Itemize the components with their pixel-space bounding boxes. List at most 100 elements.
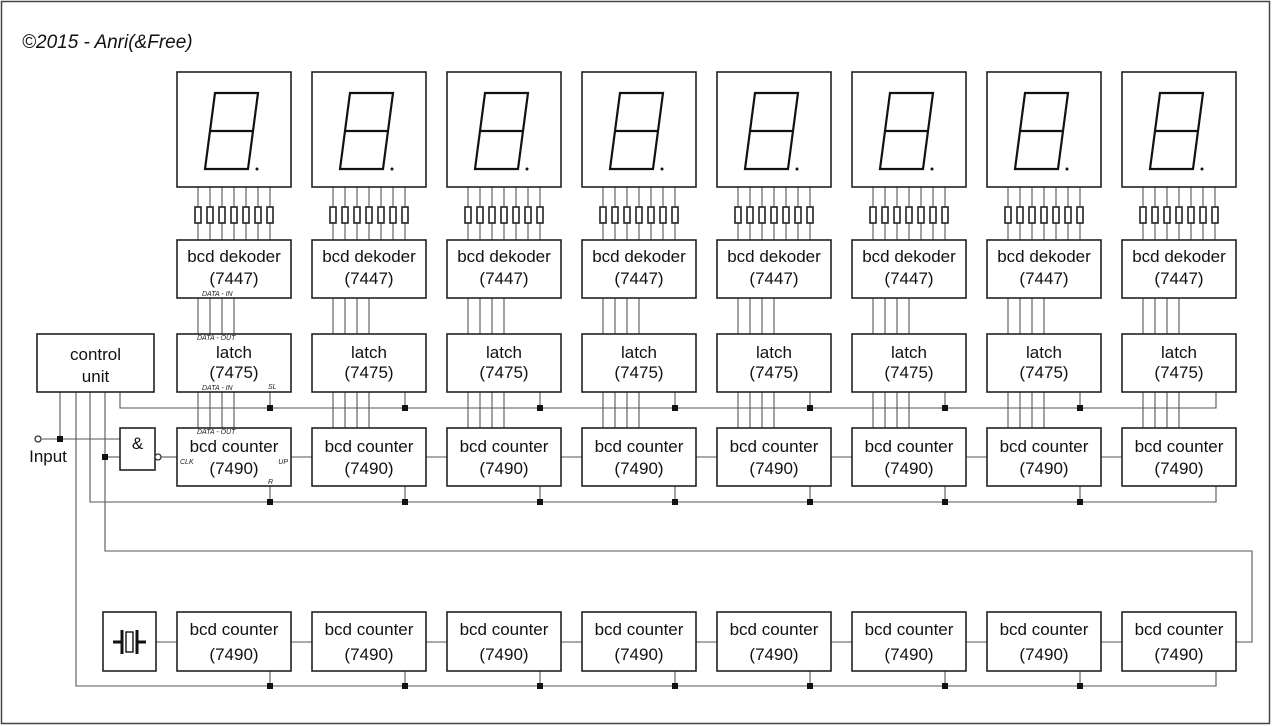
junction-dot bbox=[1077, 499, 1083, 505]
decimal-point bbox=[390, 167, 394, 171]
latch: latch(7475) bbox=[1121, 333, 1237, 393]
resistor bbox=[806, 206, 814, 224]
display-housing bbox=[1121, 71, 1237, 188]
bcd-counter-label: bcd counter bbox=[460, 437, 549, 456]
bcd-counter-timebase-outline bbox=[716, 611, 832, 672]
bcd-decoder-label: bcd dekoder bbox=[727, 247, 821, 266]
bcd-decoder: bcd dekoder(7447) bbox=[986, 239, 1102, 299]
latch: latch(7475) bbox=[446, 333, 562, 393]
resistor bbox=[242, 206, 250, 224]
junction-dot bbox=[267, 405, 273, 411]
resistor bbox=[1052, 206, 1060, 224]
input-label: Input bbox=[29, 447, 67, 466]
seven-segment-display bbox=[311, 71, 427, 188]
bcd-counter-part-number: (7490) bbox=[344, 459, 393, 478]
display-housing bbox=[311, 71, 427, 188]
crystal-element bbox=[125, 631, 134, 653]
decimal-point bbox=[795, 167, 799, 171]
bcd-decoder-label: bcd dekoder bbox=[592, 247, 686, 266]
display-housing bbox=[716, 71, 832, 188]
resistor bbox=[329, 206, 337, 224]
input-terminal[interactable] bbox=[34, 435, 42, 443]
decimal-point bbox=[660, 167, 664, 171]
latch-outline bbox=[851, 333, 967, 393]
bcd-counter-timebase-part-number: (7490) bbox=[344, 645, 393, 664]
bcd-decoder-outline bbox=[986, 239, 1102, 299]
bcd-decoder-part-number: (7447) bbox=[209, 269, 258, 288]
bcd-counter-part-number: (7490) bbox=[884, 459, 933, 478]
bcd-counter-part-number: (7490) bbox=[1154, 459, 1203, 478]
bcd-counter-timebase-label: bcd counter bbox=[595, 620, 684, 639]
bcd-decoder-label: bcd dekoder bbox=[187, 247, 281, 266]
data-in-label: DATA - IN bbox=[202, 291, 234, 298]
bcd-counter-outline bbox=[986, 427, 1102, 487]
resistor bbox=[881, 206, 889, 224]
latch-part-number: (7475) bbox=[614, 363, 663, 382]
resistor bbox=[512, 206, 520, 224]
resistor bbox=[1211, 206, 1219, 224]
seven-segment-display bbox=[986, 71, 1102, 188]
seven-segment-display bbox=[446, 71, 562, 188]
bcd-decoder-part-number: (7447) bbox=[749, 269, 798, 288]
bcd-decoder-label: bcd dekoder bbox=[862, 247, 956, 266]
latch-part-number: (7475) bbox=[344, 363, 393, 382]
bcd-counter: bcd counter (7490) bbox=[1121, 427, 1237, 487]
resistor bbox=[893, 206, 901, 224]
bcd-counter-timebase: bcd counter(7490) bbox=[176, 611, 292, 672]
copyright-text: ©2015 - Anri(&Free) bbox=[22, 32, 193, 53]
latch-part-number: (7475) bbox=[479, 363, 528, 382]
latch-part-number: (7475) bbox=[749, 363, 798, 382]
latch-label: latch bbox=[1161, 343, 1197, 362]
resistor bbox=[671, 206, 679, 224]
latch: latch(7475) bbox=[986, 333, 1102, 393]
resistor bbox=[353, 206, 361, 224]
bcd-counter-timebase-outline bbox=[986, 611, 1102, 672]
latch: latch(7475) bbox=[851, 333, 967, 393]
digit-segments bbox=[203, 91, 260, 171]
bcd-counter-timebase: bcd counter(7490) bbox=[986, 611, 1102, 672]
bcd-counter-label: bcd counter bbox=[730, 437, 819, 456]
bcd-decoder-outline bbox=[311, 239, 427, 299]
data-out-label: DATA - OUT bbox=[197, 429, 236, 436]
display-housing bbox=[986, 71, 1102, 188]
bcd-decoder: bcd dekoder(7447) bbox=[851, 239, 967, 299]
bcd-counter: bcd counter(7490) bbox=[851, 427, 967, 487]
bcd-decoder-part-number: (7447) bbox=[344, 269, 393, 288]
bcd-counter-timebase: bcd counter(7490) bbox=[446, 611, 562, 672]
junction-dot bbox=[402, 499, 408, 505]
nand-gate-outline bbox=[119, 427, 156, 471]
bcd-counter-timebase-label: bcd counter bbox=[730, 620, 819, 639]
resistor bbox=[464, 206, 472, 224]
bcd-counter-timebase-label: bcd counter bbox=[190, 620, 279, 639]
resistor bbox=[377, 206, 385, 224]
decimal-point bbox=[525, 167, 529, 171]
resistor bbox=[524, 206, 532, 224]
r-label: R bbox=[268, 479, 273, 486]
resistor bbox=[917, 206, 925, 224]
bcd-counter-timebase-outline bbox=[311, 611, 427, 672]
digit-segments bbox=[878, 91, 935, 171]
resistor bbox=[1199, 206, 1207, 224]
latch-outline bbox=[176, 333, 292, 393]
bcd-decoder-part-number: (7447) bbox=[614, 269, 663, 288]
resistor bbox=[1187, 206, 1195, 224]
resistor bbox=[1175, 206, 1183, 224]
resistor bbox=[389, 206, 397, 224]
digit-segments bbox=[608, 91, 665, 171]
nand-gate: & bbox=[119, 427, 156, 471]
resistor bbox=[341, 206, 349, 224]
resistor bbox=[194, 206, 202, 224]
resistor bbox=[1040, 206, 1048, 224]
resistor bbox=[476, 206, 484, 224]
bcd-counter-label: bcd counter bbox=[595, 437, 684, 456]
bcd-counter-label: bcd counter bbox=[1135, 437, 1224, 456]
clk-label: CLK bbox=[180, 459, 194, 466]
display-housing bbox=[176, 71, 292, 188]
bcd-decoder-part-number: (7447) bbox=[1019, 269, 1068, 288]
latch-label: latch bbox=[891, 343, 927, 362]
crystal-oscillator bbox=[102, 611, 157, 672]
resistor bbox=[647, 206, 655, 224]
latch-outline bbox=[581, 333, 697, 393]
junction-dot bbox=[807, 683, 813, 689]
resistor bbox=[905, 206, 913, 224]
